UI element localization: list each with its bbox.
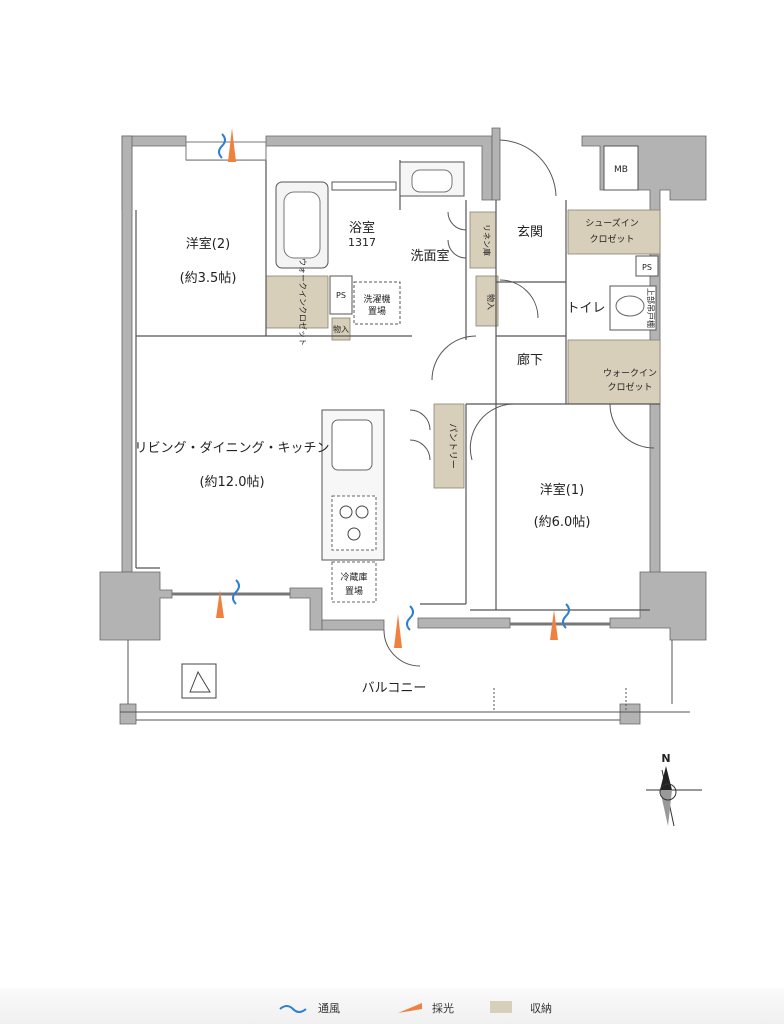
kitchen-counter	[321, 409, 385, 603]
legend-storage: 収納	[530, 1002, 552, 1015]
walls	[99, 127, 707, 725]
bath-size-code: 1317	[348, 236, 376, 249]
compass-icon	[646, 766, 702, 827]
room-name-western2: 洋室(2)	[186, 236, 230, 252]
compass-north-label: N	[661, 752, 670, 765]
walkin-closet-label-2: クロゼット	[607, 381, 652, 393]
room-name-hallway: 廊下	[517, 352, 543, 368]
room-size-western2: (約3.5帖)	[180, 271, 237, 286]
hatch-icon	[181, 663, 217, 699]
light-legend-icon	[398, 1003, 422, 1013]
washer-space	[353, 281, 401, 325]
legend-light: 採光	[432, 1002, 454, 1015]
storage-legend-swatch	[490, 1001, 512, 1013]
room-name-western1: 洋室(1)	[540, 482, 584, 498]
walkin-closet-small-label: ウォークインクロゼット	[298, 258, 308, 346]
fridge-label-2: 置場	[345, 585, 363, 597]
room-size-ldk: (約12.0帖)	[199, 475, 264, 490]
wash-basin	[399, 161, 465, 197]
light-marker-icon	[216, 128, 558, 648]
mb-label: MB	[614, 165, 628, 175]
bathtub	[275, 181, 397, 269]
shoes-closet-label-2: クロゼット	[589, 233, 634, 245]
ps-boxes	[329, 255, 659, 315]
washer-label-2: 置場	[368, 305, 386, 317]
room-name-balcony: バルコニー	[362, 681, 427, 696]
ventilation-marker-icon	[218, 133, 570, 631]
room-name-washroom: 洗面室	[410, 248, 449, 264]
pantry-label: パントリー	[447, 423, 458, 468]
fridge-label-1: 冷蔵庫	[340, 571, 367, 583]
upper-shelf-label: 上部吊戸棚	[646, 288, 656, 328]
window-markers	[172, 141, 610, 626]
washer-label-1: 洗濯機	[363, 293, 390, 305]
ventilation-legend-icon	[279, 1005, 307, 1013]
ps-label-1: PS	[336, 291, 346, 300]
balcony-outline	[120, 640, 690, 721]
linen-storage-label: リネン庫	[482, 224, 492, 256]
closet-label-2: 物入	[333, 324, 349, 334]
room-size-western1: (約6.0帖)	[534, 515, 591, 530]
room-name-bath: 浴室	[349, 220, 375, 236]
floor-plan: 洋室(2) (約3.5帖) 浴室 1317 洗面室 玄関 トイレ 廊下 リビング…	[99, 127, 707, 827]
legend-ventilation: 通風	[318, 1002, 340, 1015]
doors	[383, 139, 655, 667]
toilet-fixture	[609, 285, 657, 331]
room-name-toilet: トイレ	[566, 301, 605, 316]
room-name-ldk: リビング・ダイニング・キッチン	[134, 441, 329, 456]
room-name-entrance: 玄関	[517, 225, 543, 240]
storage-areas	[265, 209, 661, 489]
closet-label: 物入	[486, 294, 496, 310]
legend-bar	[0, 988, 784, 1024]
shoes-closet-label-1: シューズイン	[585, 217, 639, 229]
mb-box	[603, 145, 639, 191]
walkin-closet-label-1: ウォークイン	[603, 368, 657, 379]
ps-label-2: PS	[642, 263, 652, 272]
